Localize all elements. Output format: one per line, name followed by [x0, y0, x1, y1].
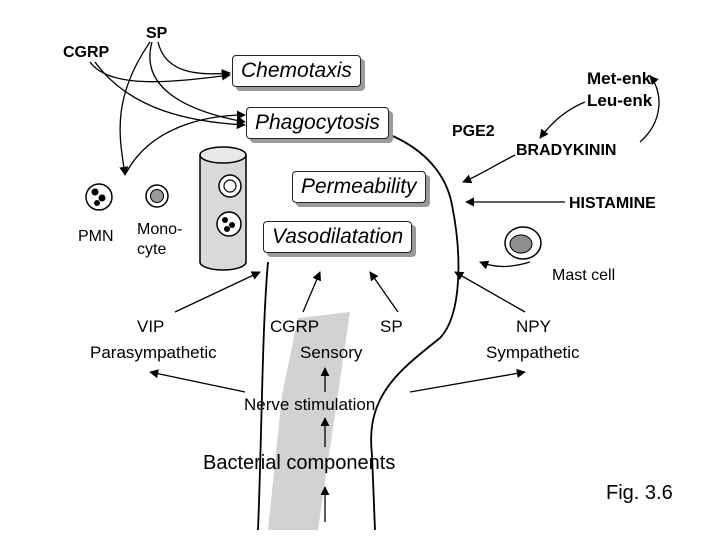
mast-cell-label: Mast cell: [552, 267, 616, 284]
pge2-label: PGE2: [452, 123, 495, 140]
nerve-arrows: [149, 271, 526, 522]
vip-label: VIP: [137, 317, 165, 336]
chemotaxis-box: Chemotaxis: [232, 55, 361, 88]
sp-label-top: SP: [146, 25, 168, 42]
monocyte-label-line2: cyte: [137, 241, 167, 258]
nerve-fibre: [268, 312, 350, 530]
vasodilatation-box: Vasodilatation: [263, 221, 413, 254]
figure-label: Fig. 3.6: [606, 482, 673, 504]
blood-vessel: [199, 146, 247, 271]
mediator-arrows: [462, 75, 660, 270]
phagocytosis-box: Phagocytosis: [246, 107, 389, 140]
cgrp-label-nerve: CGRP: [270, 317, 320, 336]
sympathetic-label: Sympathetic: [486, 343, 580, 362]
monocyte-cell: [145, 184, 169, 208]
bacterial-components-label: Bacterial components: [203, 452, 396, 474]
npy-label: NPY: [516, 317, 551, 336]
permeability-box: Permeability: [292, 171, 426, 204]
vessel-monocyte-cell: [218, 174, 242, 198]
mast-cell: [504, 226, 542, 260]
nerve-stimulation-label: Nerve stimulation: [244, 395, 376, 414]
sp-label-nerve: SP: [380, 317, 403, 336]
sensory-label: Sensory: [300, 343, 363, 362]
monocyte-label-line1: Mono-: [137, 221, 183, 238]
tissue-outline-left: [257, 261, 269, 531]
cgrp-label-top: CGRP: [63, 44, 110, 61]
bradykinin-label: BRADYKININ: [516, 142, 617, 159]
vessel-pmn-cell: [216, 211, 242, 237]
pmn-label: PMN: [78, 228, 114, 245]
neuropeptide-arrows: [89, 41, 246, 176]
histamine-label: HISTAMINE: [569, 195, 656, 212]
parasympathetic-label: Parasympathetic: [90, 343, 217, 362]
leu-enk-label: Leu-enk: [587, 91, 653, 110]
met-enk-label: Met-enk: [587, 69, 652, 88]
pmn-cell: [85, 183, 113, 211]
